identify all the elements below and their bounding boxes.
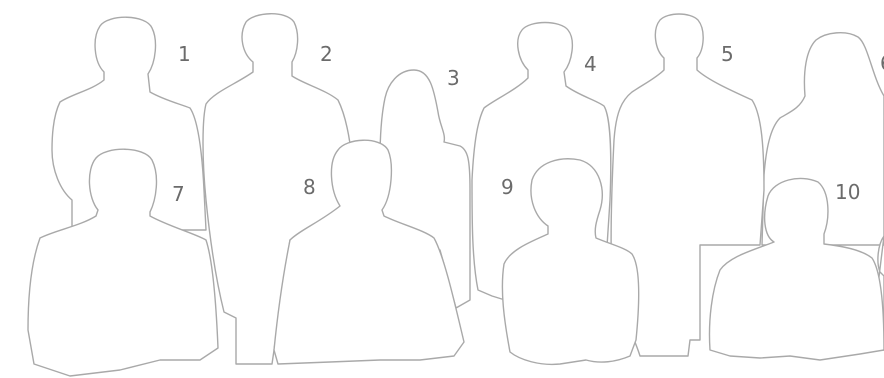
person-number-8: 8 <box>303 175 316 199</box>
person-number-5: 5 <box>721 42 734 66</box>
person-number-6: 6 <box>880 51 884 75</box>
person-number-3: 3 <box>447 66 460 90</box>
person-number-4: 4 <box>584 52 597 76</box>
person-number-10: 10 <box>835 180 860 204</box>
person-number-7: 7 <box>172 182 185 206</box>
person-number-1: 1 <box>178 42 191 66</box>
person-number-2: 2 <box>320 42 333 66</box>
person-number-9: 9 <box>501 175 514 199</box>
